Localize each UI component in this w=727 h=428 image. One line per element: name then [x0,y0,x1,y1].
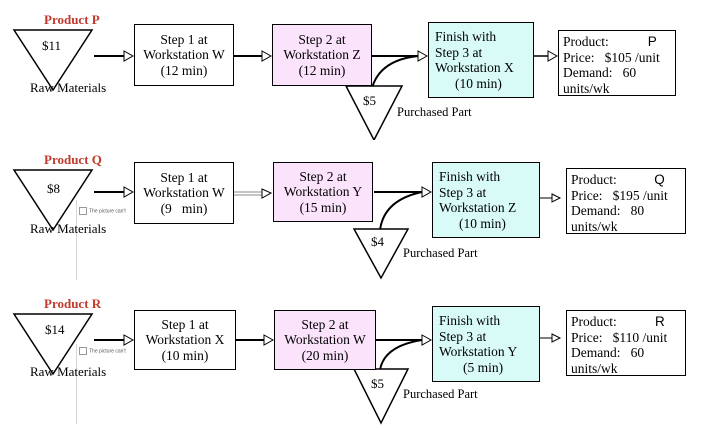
finish-line4: (10 min) [459,215,506,231]
step-1-line2: Workstation X [145,332,225,348]
product-r-flow: Product R $14 The picture can't Raw Mate… [0,284,727,425]
price-label: Price: [571,329,603,345]
demand-unit: units/wk [563,80,610,96]
finish-line4: (10 min) [455,75,502,91]
flow-arrows [12,169,562,280]
product-label: Product: [571,314,617,329]
demand-value: 80 [630,203,645,218]
raw-materials-triangle [12,313,94,376]
raw-cost: $14 [45,322,65,337]
finish-line1: Finish with [439,169,501,184]
price-amount: $195 [612,187,640,203]
step-2-line1: Step 2 at [301,316,349,332]
guide-line [76,344,77,424]
step-2-line2: Workstation Y [283,184,363,200]
finish-line1: Finish with [439,313,501,328]
raw-cost: $8 [47,181,60,196]
purchased-part-label: Purchased Part [403,387,478,401]
broken-image-placeholder: The picture can't [79,207,126,215]
step-2-line3: (15 min) [299,199,347,215]
step-1-box: Step 1 at Workstation X (10 min) [134,310,236,370]
step-1-box: Step 1 at Workstation W (9 min) [134,162,234,224]
step-2-box: Step 2 at Workstation Z (12 min) [272,24,372,86]
finish-line2: Step 3 at [435,44,483,60]
part-cost: $5 [363,93,376,108]
purchased-part-triangle [344,85,404,140]
price-amount: $105 [604,49,632,65]
price-unit: /unit [642,329,668,345]
demand-value: 60 [630,345,645,360]
finish-step-box: Finish with Step 3 at Workstation Y (5 m… [432,306,540,382]
product-q-flow: Product Q $8 The picture can't Raw Mater… [0,140,727,280]
price-label: Price: [563,49,595,65]
flow-arrows [12,313,562,425]
step-2-line3: (20 min) [301,347,349,363]
finish-step-box: Finish with Step 3 at Workstation Z (10 … [432,162,540,238]
broken-image-placeholder: The picture can't [79,347,126,355]
step-1-line2: Workstation W [143,185,225,201]
product-title: Product Q [44,152,102,167]
purchased-part-triangle [352,228,410,280]
finish-line3: Workstation Z [439,200,517,215]
finish-line3: Workstation Y [439,344,518,359]
step-2-line3: (12 min) [298,62,346,78]
raw-materials-triangle [12,169,94,232]
raw-materials-triangle [12,29,94,92]
product-code: P [647,34,657,49]
product-title: Product R [44,296,102,311]
finish-line1: Finish with [435,29,497,44]
step-2-box: Step 2 at Workstation W (20 min) [274,310,376,370]
demand-label: Demand: [563,65,613,80]
step-2-box: Step 2 at Workstation Y (15 min) [273,162,373,222]
product-label: Product: [571,172,617,187]
finish-line2: Step 3 at [439,184,487,200]
product-title: Product P [44,12,100,27]
finish-step-box: Finish with Step 3 at Workstation X (10 … [428,22,534,98]
product-p-flow: Product P $11 Raw Materials Step 1 at Wo… [0,0,727,140]
price-label: Price: [571,187,603,203]
raw-cost: $11 [42,38,62,53]
step-2-line2: Workstation W [284,332,366,348]
flow-arrows [12,29,559,140]
step-2-line2: Workstation Z [283,47,361,63]
price-amount: $110 [612,329,640,345]
product-info-box: Product: Q Price: $195 /unit Demand: 80 u… [566,168,686,234]
raw-materials-label: Raw Materials [30,80,107,95]
raw-materials-label: Raw Materials [30,221,107,236]
step-1-box: Step 1 at Workstation W (12 min) [134,24,234,86]
demand-unit: units/wk [571,360,618,376]
purchased-part-label: Purchased Part [397,105,472,119]
product-info-box: Product: P Price: $105 /unit Demand: 60 u… [558,30,676,96]
demand-label: Demand: [571,345,621,360]
step-1-line1: Step 1 at [161,316,209,332]
demand-value: 60 [622,65,637,80]
demand-unit: units/wk [571,218,618,234]
purchased-part-triangle [352,368,410,425]
step-1-line1: Step 1 at [160,169,208,185]
step-2-line1: Step 2 at [299,168,347,184]
step-1-line1: Step 1 at [160,31,208,47]
step-2-line1: Step 2 at [298,31,346,47]
part-cost: $4 [371,234,384,249]
part-cost: $5 [371,376,384,391]
price-unit: /unit [643,187,668,203]
product-code: R [655,314,665,329]
purchased-part-label: Purchased Part [403,246,478,260]
finish-line2: Step 3 at [439,328,487,344]
step-1-line3: (12 min) [160,62,208,78]
product-label: Product: [563,34,609,49]
finish-line3: Workstation X [435,60,514,75]
step-1-line3: (10 min) [161,347,209,363]
price-unit: /unit [635,49,660,65]
product-code: Q [654,172,665,187]
product-info-box: Product: R Price: $110 /unit Demand: 60 u… [566,310,686,376]
raw-materials-label: Raw Materials [30,364,107,379]
finish-line4: (5 min) [463,359,504,375]
step-1-line2: Workstation W [143,47,225,63]
step-1-line3: (9 min) [160,200,208,216]
guide-line [76,200,77,280]
demand-label: Demand: [571,203,621,218]
